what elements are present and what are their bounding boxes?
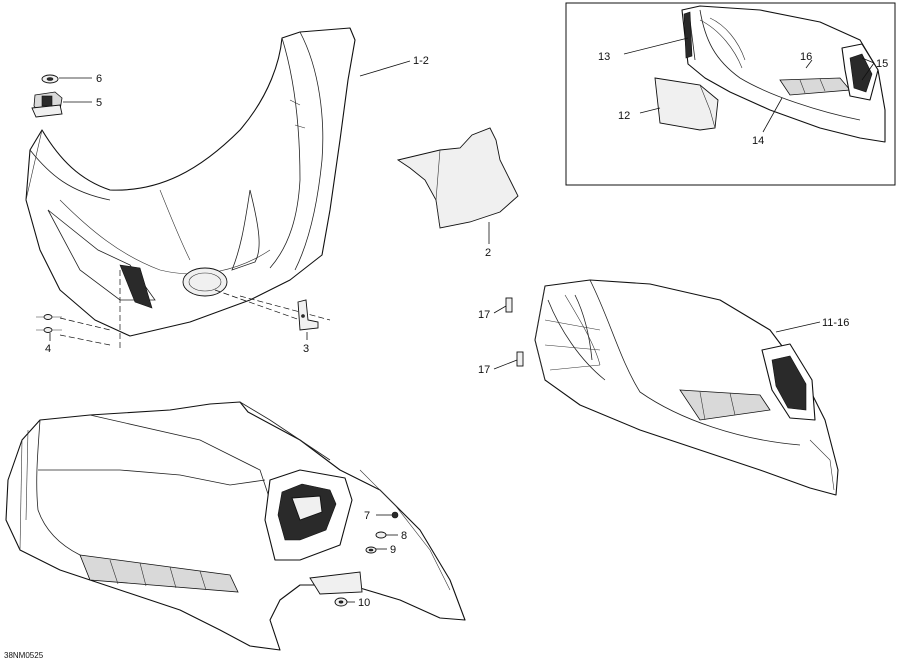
screw-7	[391, 511, 399, 519]
screws-4	[36, 314, 62, 333]
clip-17-upper	[505, 297, 513, 313]
callout-17-upper: 17	[478, 309, 490, 321]
bracket-5	[31, 91, 63, 118]
callout-6: 6	[96, 73, 102, 85]
callout-13: 13	[598, 51, 610, 63]
callout-2: 2	[485, 247, 491, 259]
washer-8	[375, 531, 387, 539]
callout-16: 16	[800, 51, 812, 63]
callout-14: 14	[752, 135, 764, 147]
callout-3: 3	[303, 343, 309, 355]
callout-8: 8	[401, 530, 407, 542]
inset-frame	[565, 2, 896, 186]
drawing-code: 38NM0525	[4, 651, 44, 660]
side-panel-assembly	[534, 279, 839, 496]
callout-7: 7	[364, 510, 370, 522]
callout-10: 10	[358, 597, 370, 609]
callout-4: 4	[45, 343, 51, 355]
callout-1-2: 1-2	[413, 55, 429, 67]
nut-10	[334, 597, 348, 607]
nut-9	[365, 546, 377, 554]
bracket-3	[297, 299, 319, 331]
decal-2	[396, 127, 519, 229]
callout-11-16: 11-16	[822, 317, 849, 329]
callout-12: 12	[618, 110, 630, 122]
callout-9: 9	[390, 544, 396, 556]
lower-hood	[5, 401, 466, 651]
callout-15: 15	[876, 58, 888, 70]
clip-17-lower	[516, 351, 524, 367]
inset-pad-12	[654, 77, 719, 131]
front-cowl-panel	[25, 27, 356, 337]
inset-side-panel	[681, 5, 886, 143]
callout-5: 5	[96, 97, 102, 109]
fastener-6	[41, 74, 59, 84]
callout-17-lower: 17	[478, 364, 490, 376]
